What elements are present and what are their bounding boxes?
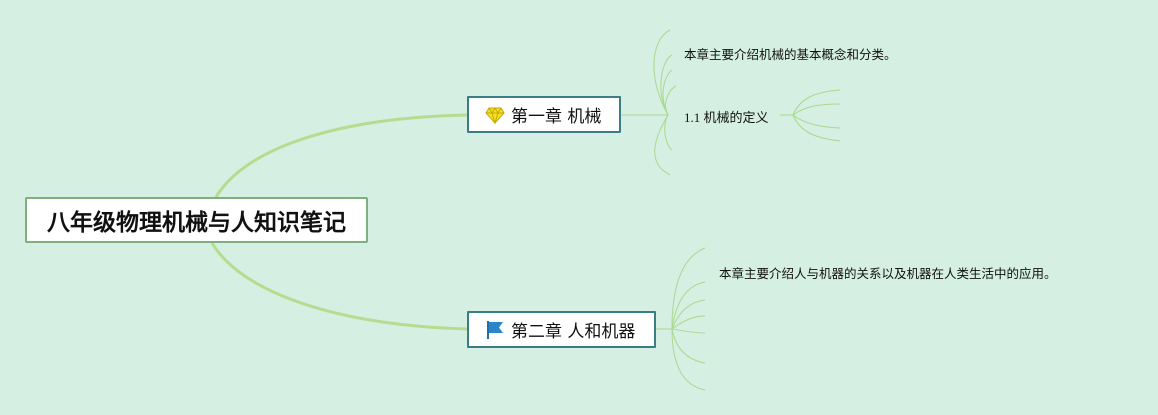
root-topic[interactable]: 八年级物理机械与人知识笔记 (25, 197, 368, 243)
branch-chapter-2-label: 第二章 人和机器 (511, 322, 636, 342)
branch2-fan (656, 247, 706, 391)
branch1-fan (621, 29, 677, 176)
branch-chapter-1[interactable]: 第一章 机械 (467, 96, 621, 133)
flag-icon (485, 320, 505, 340)
section-1-1-fan (780, 89, 841, 142)
branch-chapter-2[interactable]: 第二章 人和机器 (467, 311, 656, 348)
connector-root-branch2 (210, 242, 468, 331)
connector-root-branch1 (214, 113, 468, 198)
chapter-2-summary[interactable]: 本章主要介绍人与机器的关系以及机器在人类生活中的应用。 (719, 266, 1057, 281)
chapter-1-summary[interactable]: 本章主要介绍机械的基本概念和分类。 (684, 47, 897, 62)
section-1-1-title[interactable]: 1.1 机械的定义 (684, 110, 769, 125)
gem-icon (485, 105, 505, 125)
branch-chapter-1-label: 第一章 机械 (511, 107, 602, 127)
root-title: 八年级物理机械与人知识笔记 (47, 210, 346, 236)
